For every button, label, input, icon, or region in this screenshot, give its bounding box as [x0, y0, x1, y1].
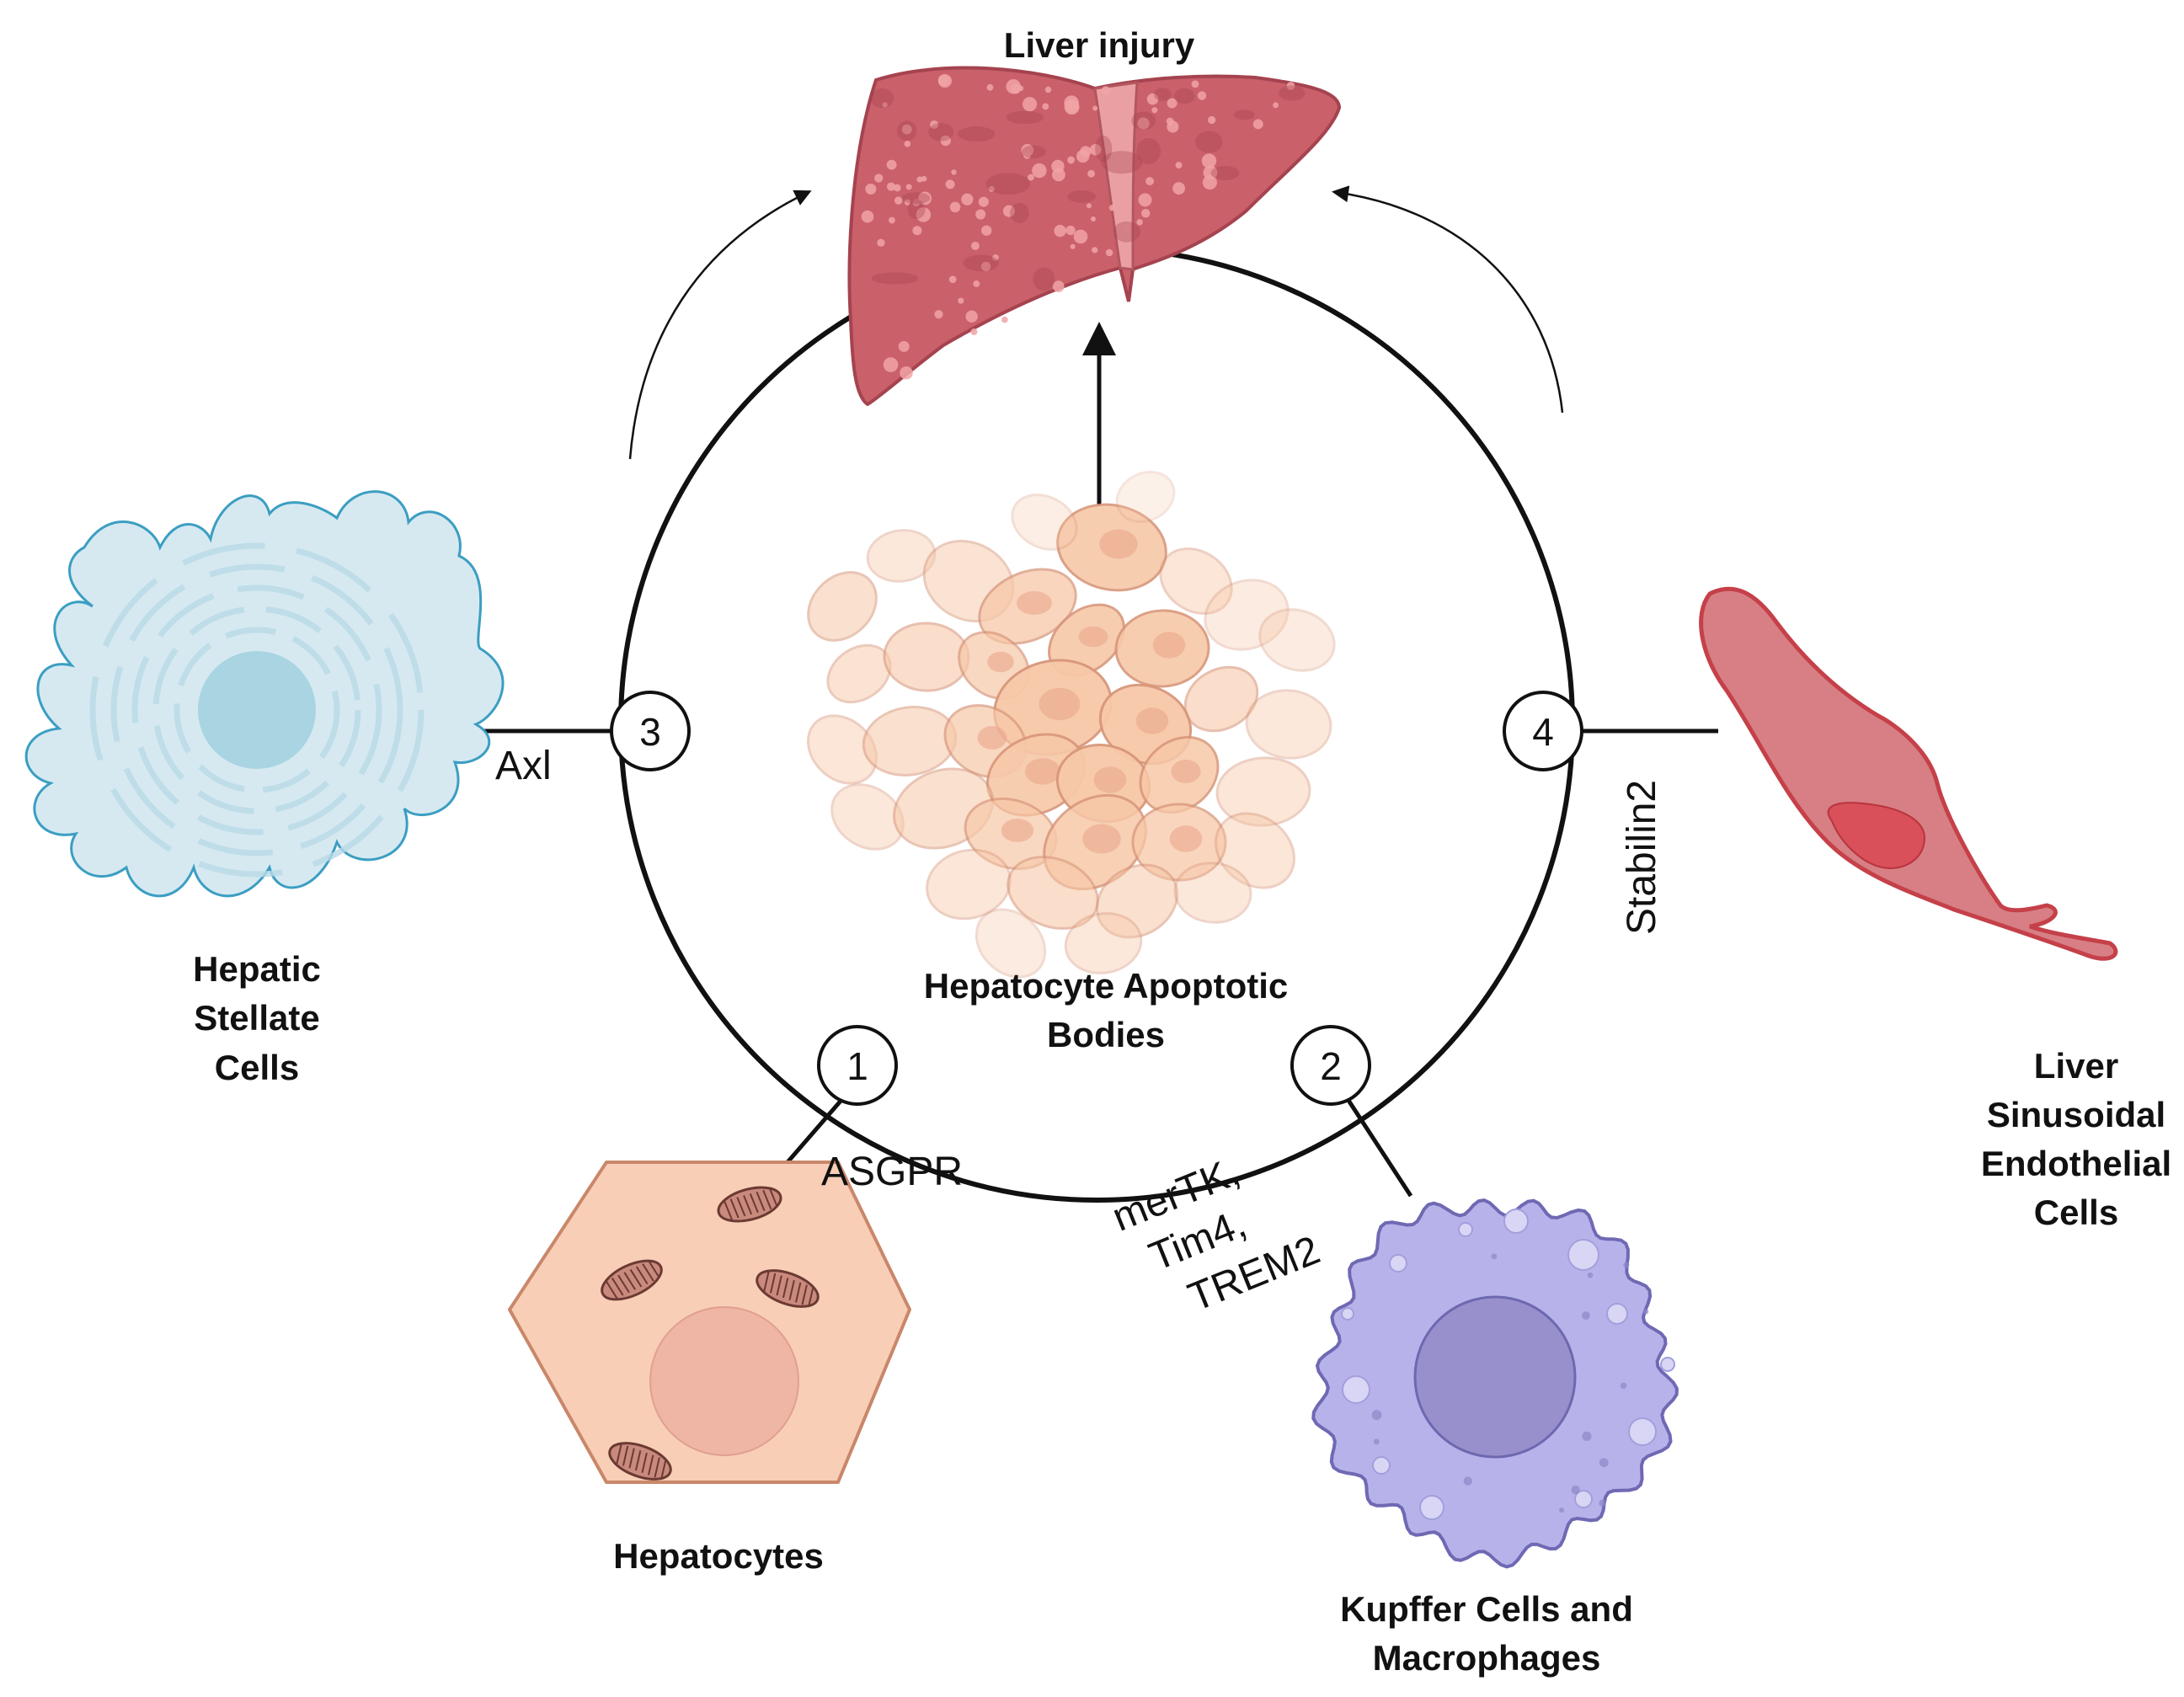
- node-3-number: 3: [639, 710, 661, 754]
- lsec-label-line-3: Endothelial: [1981, 1144, 2171, 1183]
- center-label-line-1: Hepatocyte Apoptotic: [924, 966, 1288, 1006]
- arrow-stellate-to-liver: [628, 189, 812, 460]
- node-2: 2: [1290, 1025, 1371, 1106]
- node-4: 4: [1503, 691, 1583, 771]
- connector-node-1: [786, 1097, 844, 1164]
- arrow-lsec-to-liver: [1332, 185, 1564, 414]
- lsec-label-line-4: Cells: [2034, 1193, 2118, 1232]
- center-label-line-2: Bodies: [1047, 1015, 1165, 1054]
- lsec-icon: [1699, 586, 2118, 961]
- stellate-label-line-1: Hepatic: [193, 949, 321, 989]
- stellate-label-line-3: Cells: [215, 1048, 299, 1087]
- receptor-label-stabilin2: Stabilin2: [1620, 780, 1664, 935]
- kupffer-label-line-1: Kupffer Cells and: [1340, 1589, 1633, 1629]
- liver-icon: [847, 66, 1342, 407]
- hepatic-stellate-cell-icon: [24, 490, 505, 898]
- lsec-label-line-1: Liver: [2034, 1046, 2118, 1086]
- hepatocyte-icon: [508, 1161, 911, 1484]
- stellate-label-line-2: Stellate: [194, 998, 319, 1038]
- hepatocyte-label: Hepatocytes: [613, 1536, 824, 1576]
- node-2-number: 2: [1320, 1044, 1342, 1088]
- receptor-label-axl: Axl: [495, 744, 552, 788]
- kupffer-cell-icon: [1311, 1198, 1679, 1569]
- liver-injury-label: Liver injury: [1004, 25, 1195, 65]
- connector-node-2: [1345, 1097, 1413, 1198]
- node-3: 3: [610, 691, 691, 771]
- node-1-number: 1: [846, 1044, 868, 1088]
- apoptotic-bodies-icon: [807, 471, 1336, 979]
- lsec-label-line-2: Sinusoidal: [1987, 1095, 2165, 1134]
- node-1: 1: [817, 1025, 898, 1106]
- kupffer-label-line-2: Macrophages: [1373, 1638, 1601, 1678]
- receptor-label-asgpr: ASGPR: [821, 1150, 963, 1194]
- node-4-number: 4: [1532, 710, 1554, 754]
